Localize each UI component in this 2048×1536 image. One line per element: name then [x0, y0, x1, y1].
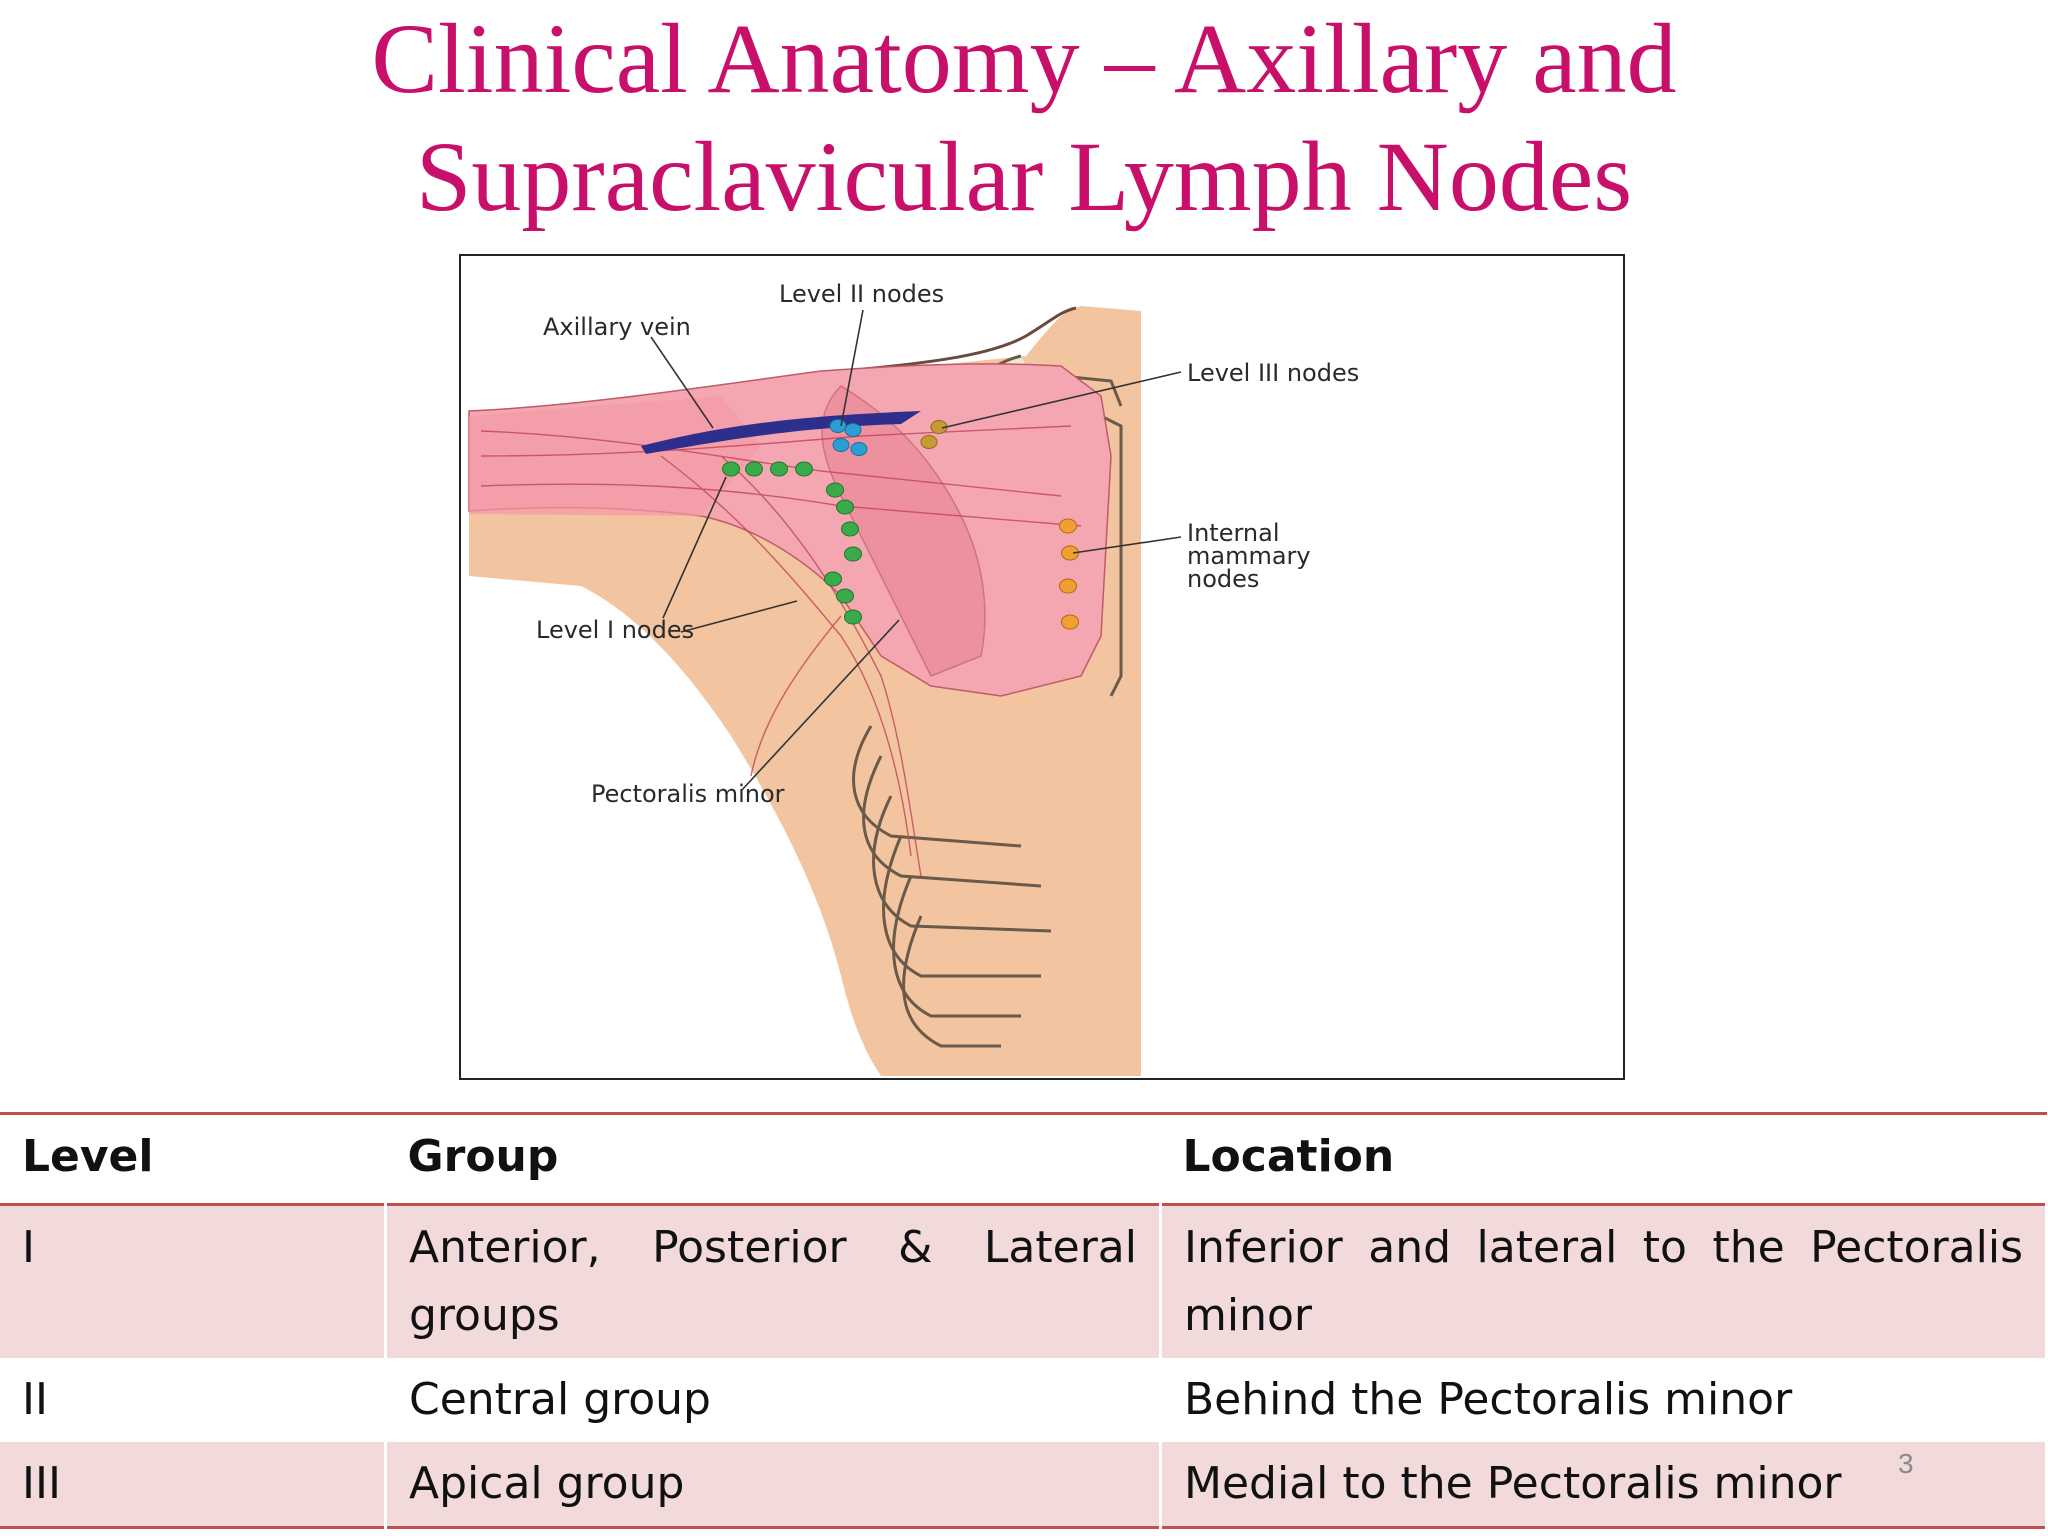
header-level: Level [22, 1131, 154, 1182]
axilla-diagram: Level II nodes Axillary vein Level III n… [468, 280, 1359, 1076]
level-i-node [770, 461, 788, 477]
cell-group: Central group [385, 1358, 1162, 1442]
level-i-node [745, 461, 763, 477]
label-axillary-vein: Axillary vein [543, 313, 691, 341]
cell-location: Medial to the Pectoralis minor [1160, 1442, 2048, 1528]
arm-muscle [469, 396, 761, 516]
axillary-vein [641, 411, 921, 454]
internal-mammary-leader [1072, 536, 1182, 554]
level-iii-node-group [920, 420, 948, 449]
internal-mammary-node [1061, 545, 1079, 561]
slide-title: Clinical Anatomy – Axillary and Supracla… [0, 0, 2048, 236]
level-ii-node [850, 442, 868, 456]
level-i-node-group [722, 461, 862, 625]
table-row: III Apical group Medial to the Pectorali… [0, 1442, 2048, 1528]
level-i-leader-a [662, 476, 727, 619]
level-iii-node [920, 435, 938, 449]
internal-mammary-node [1059, 518, 1077, 534]
cell-level: III [0, 1442, 387, 1528]
lymph-node-levels-table: Level Group Location I Anterior, Posteri… [0, 1112, 2048, 1529]
level-iii-leader [941, 371, 1182, 429]
header-group: Group [407, 1131, 559, 1182]
cell-location: Behind the Pectoralis minor [1160, 1358, 2048, 1442]
label-pectoralis-minor: Pectoralis minor [591, 780, 785, 808]
cell-location: Inferior and lateral to the Pectoralis m… [1160, 1204, 2048, 1358]
label-level-i-nodes: Level I nodes [536, 616, 694, 644]
cell-level: II [0, 1358, 387, 1442]
level-i-node [844, 609, 862, 625]
level-i-node [824, 571, 842, 587]
level-i-node [841, 521, 859, 537]
label-internal-mammary-1: Internal [1187, 519, 1280, 547]
level-ii-leader [840, 309, 864, 427]
level-i-node [826, 482, 844, 498]
header-location: Location [1182, 1131, 1395, 1182]
pectoralis-minor-leader [740, 619, 900, 792]
pectoralis-minor-muscle [821, 385, 986, 677]
cell-group: Anterior, Posterior & Lateral groups [385, 1204, 1162, 1358]
level-i-leader-b [680, 600, 798, 633]
slide-title-line-2: Supraclavicular Lymph Nodes [415, 121, 1633, 232]
internal-mammary-node [1061, 614, 1079, 630]
level-ii-node [844, 423, 862, 437]
level-i-node [795, 461, 813, 477]
slide-title-line-1: Clinical Anatomy – Axillary and [371, 3, 1677, 114]
level-i-node [844, 546, 862, 562]
table-row: II Central group Behind the Pectoralis m… [0, 1358, 2048, 1442]
level-i-node [836, 588, 854, 604]
level-i-node [836, 499, 854, 515]
cell-group: Apical group [385, 1442, 1162, 1528]
label-internal-mammary-3: nodes [1187, 565, 1259, 593]
muscle-fibres [480, 425, 1082, 877]
label-level-ii-nodes: Level II nodes [779, 280, 944, 308]
table-row: I Anterior, Posterior & Lateral groups I… [0, 1204, 2048, 1358]
cell-level: I [0, 1204, 387, 1358]
anatomy-figure: Level II nodes Axillary vein Level III n… [459, 254, 1625, 1080]
level-i-node [722, 461, 740, 477]
table-header-row: Level Group Location [0, 1113, 2047, 1205]
internal-mammary-node [1059, 578, 1077, 594]
label-level-iii-nodes: Level III nodes [1187, 359, 1359, 387]
axillary-vein-leader [650, 336, 714, 429]
level-ii-node [832, 438, 850, 452]
page-number: 3 [1898, 1448, 1914, 1479]
level-ii-node [829, 419, 847, 433]
label-internal-mammary-2: mammary [1187, 542, 1311, 570]
internal-mammary-node-group [1059, 518, 1079, 630]
